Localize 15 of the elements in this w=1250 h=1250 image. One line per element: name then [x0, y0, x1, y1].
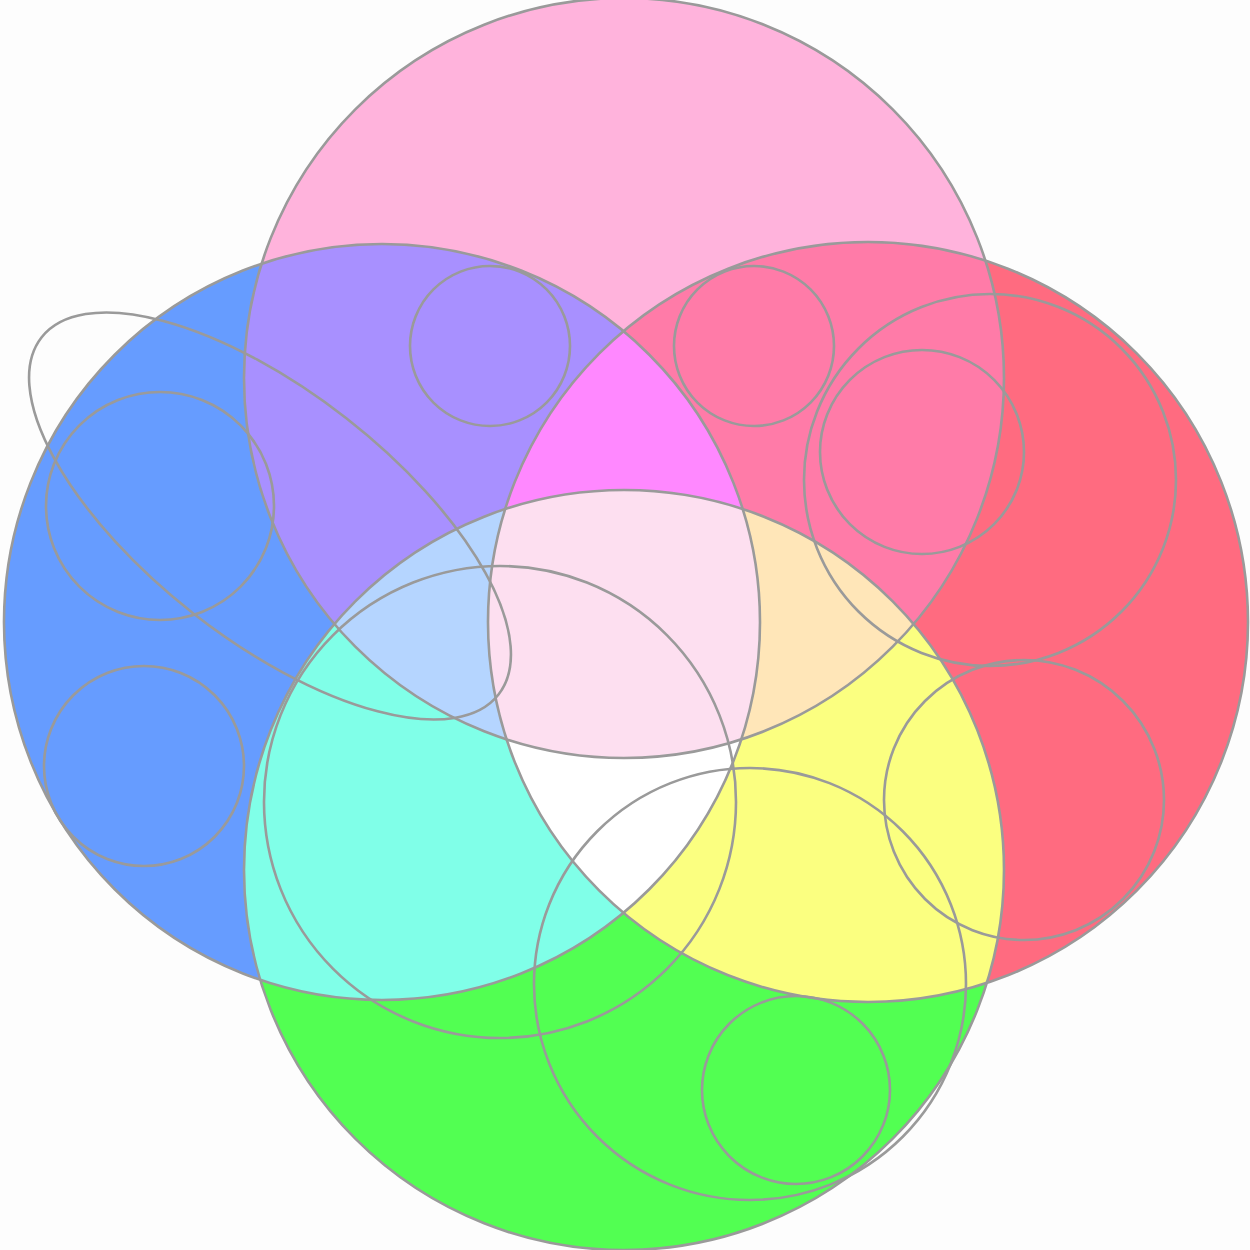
circle-outline — [486, 240, 1250, 1004]
circle-outline — [802, 292, 1178, 668]
circle-outline — [818, 348, 1026, 556]
circle-outline — [2, 242, 762, 1002]
circle-outline — [672, 264, 836, 428]
circle-outline — [882, 658, 1166, 942]
circle-outline — [242, 0, 1006, 760]
circle-outline — [262, 564, 738, 1040]
circle-outline — [532, 766, 968, 1202]
circle-outline — [42, 664, 246, 868]
ellipse-outline — [28, 311, 512, 721]
circle-outline — [242, 488, 1006, 1250]
circle-outline — [408, 264, 572, 428]
circle-outline — [44, 390, 276, 622]
circle-outline — [700, 994, 892, 1186]
